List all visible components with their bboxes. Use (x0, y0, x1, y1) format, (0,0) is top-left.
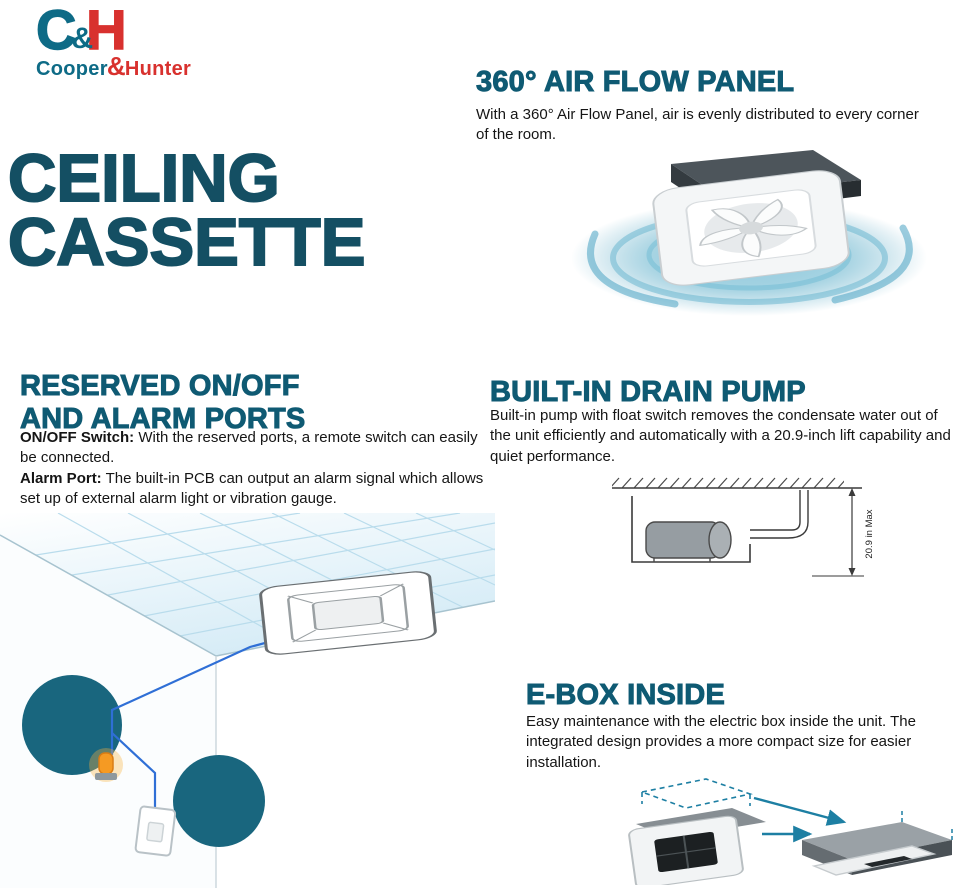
brand-name-cooper: Cooper (36, 58, 108, 80)
drain-diagram: 20.9 in Max (598, 464, 898, 606)
ebox-cassette-units-illustration (628, 778, 953, 885)
cassette-unit-large (802, 810, 953, 876)
ceiling-cassette-360-airflow-illustration (571, 150, 927, 316)
product-title: CEILING CASSETTE (7, 140, 366, 280)
section-title-drain: BUILT-IN DRAIN PUMP (490, 376, 807, 409)
section-body-drain: Built-in pump with float switch removes … (490, 407, 951, 465)
ebox-illustration (612, 772, 957, 885)
airflow-illustration (553, 136, 937, 334)
ports-title-line1: RESERVED ON/OFF (19, 370, 300, 403)
dimension-arrow (812, 488, 864, 577)
ceiling-cassette-panel (259, 571, 437, 655)
brand-logo-name: Cooper&Hunter (36, 53, 191, 79)
remote-switch-box (134, 805, 177, 857)
cassette-unit-small (628, 808, 766, 885)
section-body-airflow: With a 360° Air Flow Panel, air is evenl… (476, 106, 919, 144)
drain-pump-body (645, 521, 732, 562)
onoff-switch-label: ON/OFF Switch: (20, 429, 135, 446)
logo-letter-h: H (85, 0, 127, 61)
unit-outline (631, 496, 751, 563)
section-title-ebox: E-BOX INSIDE (526, 679, 726, 712)
ports-paragraph-onoff: ON/OFF Switch: With the reserved ports, … (20, 428, 485, 469)
room-installation-illustration (0, 513, 495, 888)
switch-wire (111, 732, 157, 810)
drain-title-text: BUILT-IN DRAIN PUMP (490, 376, 807, 409)
section-title-ports: RESERVED ON/OFF AND ALARM PORTS (19, 370, 306, 435)
airflow-title-text: 360° AIR FLOW PANEL (475, 66, 795, 99)
ceiling-hatch (612, 476, 844, 488)
ebox-dashed-outline (639, 778, 753, 809)
alarm-port-text: The built-in PCB can output an alarm sig… (20, 469, 484, 508)
onoff-switch-text: With the reserved ports, a remote switch… (20, 429, 478, 467)
product-title-line1: CEILING (7, 140, 281, 216)
decor-circle-left (22, 675, 122, 775)
cassette-front-panel (652, 170, 850, 286)
brand-name-hunter: Hunter (124, 58, 192, 80)
section-body-ebox: Easy maintenance with the electric box i… (526, 713, 916, 771)
ports-title-line2: AND ALARM PORTS (19, 402, 306, 435)
decor-circle-right (173, 755, 265, 847)
section-title-airflow: 360° AIR FLOW PANEL (475, 66, 795, 99)
product-title-line2: CASSETTE (7, 204, 366, 280)
brand-logo: C & H Cooper&Hunter (35, 0, 191, 79)
slide-arrow-icons (753, 796, 847, 843)
brand-logo-mark: C & H (35, 0, 191, 61)
ebox-title-text: E-BOX INSIDE (526, 679, 726, 712)
logo-ampersand-icon: & (71, 22, 94, 55)
ports-paragraph-alarm: Alarm Port: The built-in PCB can output … (20, 469, 485, 510)
alarm-light-icon (89, 748, 123, 782)
section-body-ports: ON/OFF Switch: With the reserved ports, … (20, 428, 485, 510)
dimension-label: 20.9 in Max (864, 509, 875, 558)
alarm-port-label: Alarm Port: (20, 469, 102, 487)
drain-pipe (750, 490, 809, 539)
room-illustration (0, 505, 495, 888)
brand-name-ampersand: & (106, 51, 126, 81)
logo-letter-c: C (35, 0, 77, 61)
drain-pump-lift-diagram: 20.9 in Max (612, 476, 875, 577)
